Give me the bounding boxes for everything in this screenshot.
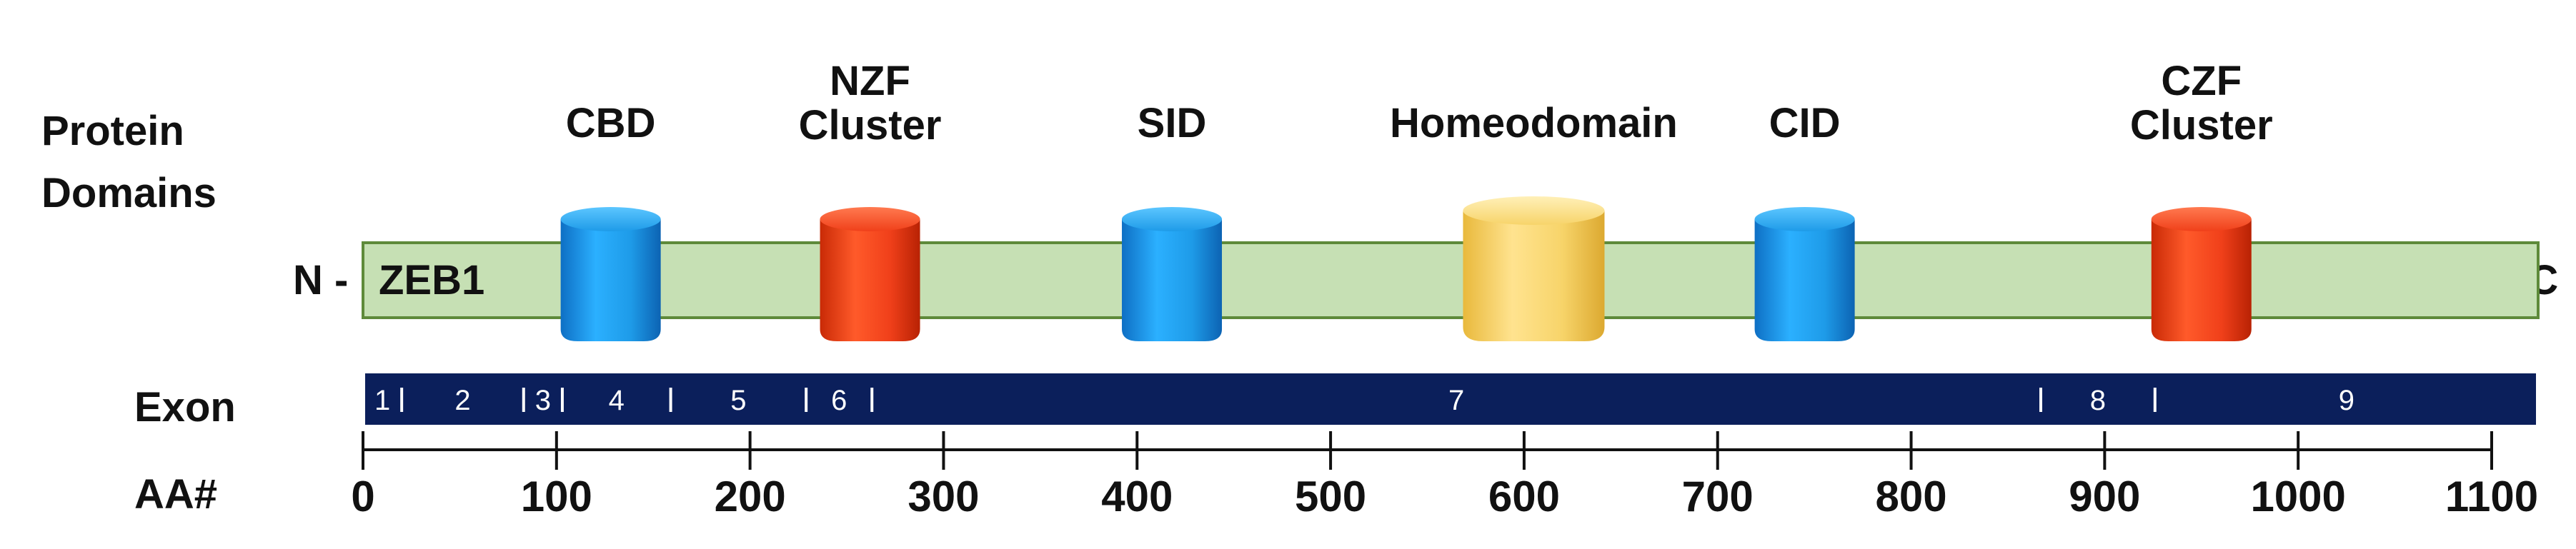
- axis-tick-label: 800: [1875, 473, 1946, 520]
- domain-cap: [560, 207, 661, 231]
- domain-body: [2151, 219, 2252, 341]
- domain-body: [1463, 211, 1605, 341]
- domain-body: [560, 219, 661, 341]
- aa-number-label: AA#: [134, 471, 217, 518]
- axis-tick-label: 100: [521, 473, 592, 520]
- exon-bar: [365, 373, 2536, 425]
- exon-number: 4: [609, 385, 625, 416]
- exon-number: 5: [730, 385, 746, 416]
- protein-domains-label-line1: Protein: [41, 108, 184, 154]
- axis-tick-label: 500: [1295, 473, 1366, 520]
- domain-label: NZF: [830, 58, 910, 104]
- axis-tick-label: 300: [907, 473, 979, 520]
- protein-name-label: ZEB1: [379, 257, 484, 303]
- domain-cap: [1463, 196, 1605, 225]
- domain-homeodomain: Homeodomain: [1390, 100, 1678, 341]
- axis-tick-label: 900: [2069, 473, 2140, 520]
- domain-cap: [1754, 207, 1855, 231]
- axis-tick-label: 1100: [2445, 473, 2538, 520]
- exon-number: 3: [535, 385, 551, 416]
- domain-cid: CID: [1754, 100, 1855, 341]
- domain-body: [1754, 219, 1855, 341]
- domain-label: Cluster: [799, 102, 942, 148]
- domain-label: CID: [1769, 100, 1841, 146]
- exon-number: 7: [1448, 385, 1464, 416]
- exon-number: 8: [2090, 385, 2106, 416]
- domain-cap: [1122, 207, 1223, 231]
- exon-label: Exon: [134, 384, 236, 430]
- exon-number: 2: [454, 385, 470, 416]
- exon-number: 6: [831, 385, 847, 416]
- exon-number: 9: [2339, 385, 2354, 416]
- domain-label: SID: [1138, 100, 1207, 146]
- domain-cap: [820, 207, 920, 231]
- axis-tick-label: 400: [1101, 473, 1173, 520]
- axis-tick-label: 0: [351, 473, 374, 520]
- axis-tick-label: 700: [1682, 473, 1754, 520]
- domain-body: [820, 219, 920, 341]
- protein-domains-label-line2: Domains: [41, 170, 217, 216]
- domain-cbd: CBD: [560, 100, 661, 341]
- domain-body: [1122, 219, 1223, 341]
- domain-sid: SID: [1122, 100, 1223, 341]
- axis-tick-label: 600: [1488, 473, 1560, 520]
- domain-label: CBD: [566, 100, 656, 146]
- exon-layer: 1 2 3 4 5 6 7 8 9: [374, 385, 2354, 416]
- domain-cap: [2151, 207, 2252, 231]
- n-terminus-label: N -: [293, 257, 348, 303]
- axis-tick-label: 1000: [2250, 473, 2345, 520]
- axis-tick-label: 200: [715, 473, 786, 520]
- exon-number: 1: [374, 385, 390, 416]
- domain-label: CZF: [2161, 58, 2242, 104]
- aa-axis-ticks: 0 100 200 300 400 500 600 700 800 900 1000 1100: [351, 431, 2538, 520]
- domain-label: Cluster: [2130, 102, 2273, 148]
- domain-label: Homeodomain: [1390, 100, 1678, 146]
